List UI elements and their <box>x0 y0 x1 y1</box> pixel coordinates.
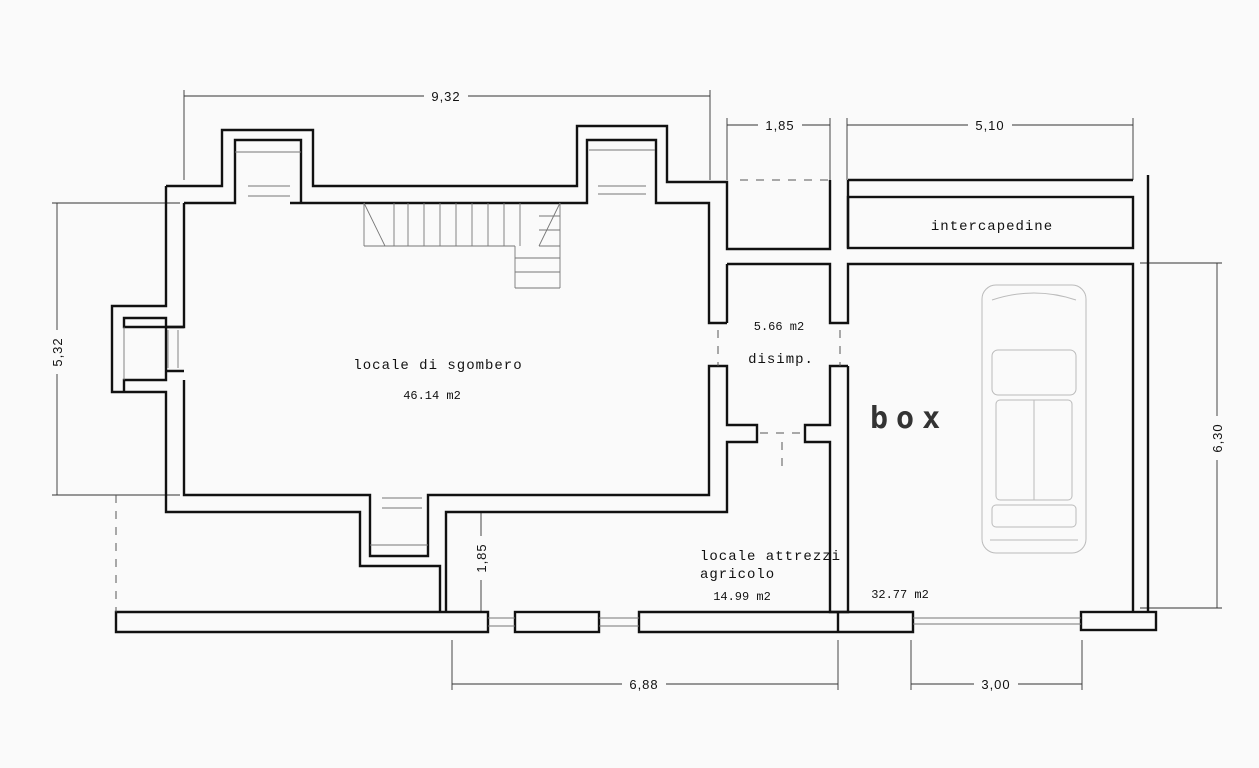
dim-left-height: 5,32 <box>50 337 65 366</box>
walls <box>110 124 1158 634</box>
staircase <box>363 202 561 289</box>
fixtures <box>115 149 1081 627</box>
room-disimp-name: disimp. <box>748 352 814 368</box>
room-disimp-area: 5.66 m2 <box>754 320 804 334</box>
car-icon <box>981 284 1087 554</box>
dim-top-mid: 1,85 <box>765 118 794 133</box>
dimension-labels: 9,32 1,85 5,10 5,32 6,30 1,85 6,88 3,00 <box>48 88 1226 692</box>
dim-right-height: 6,30 <box>1210 423 1225 452</box>
room-attrezzi-name-1: locale attrezzi <box>700 549 841 565</box>
room-sgombero-name: locale di sgombero <box>353 358 522 374</box>
dim-top-total: 9,32 <box>431 89 460 104</box>
dim-bottom-box: 3,00 <box>981 677 1010 692</box>
dim-top-right: 5,10 <box>975 118 1004 133</box>
dim-bottom-attrezzi: 6,88 <box>629 677 658 692</box>
room-sgombero-area: 46.14 m2 <box>403 389 461 403</box>
dim-attrezzi-height: 1,85 <box>474 543 489 572</box>
room-attrezzi-area: 14.99 m2 <box>713 590 771 604</box>
room-box-area: 32.77 m2 <box>871 588 929 602</box>
room-labels: locale di sgombero 46.14 m2 5.66 m2 disi… <box>353 219 1053 604</box>
room-intercapedine-name: intercapedine <box>931 219 1053 235</box>
room-box-name: box <box>870 401 948 436</box>
room-attrezzi-name-2: agricolo <box>700 567 775 583</box>
